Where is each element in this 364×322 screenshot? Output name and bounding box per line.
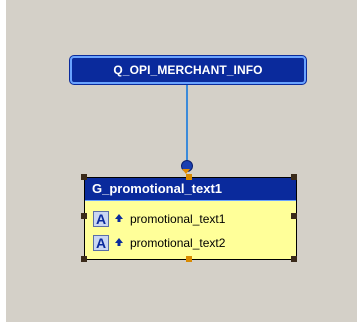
resize-handle-right[interactable]: [291, 213, 297, 219]
group-node[interactable]: G_promotional_text1 A promotional_text1 …: [84, 177, 297, 260]
link-arrow-icon: [182, 169, 190, 174]
query-node[interactable]: Q_OPI_MERCHANT_INFO: [70, 56, 306, 84]
resize-handle-top-left[interactable]: [81, 174, 87, 180]
resize-handle-left[interactable]: [81, 213, 87, 219]
column-label: promotional_text1: [130, 212, 226, 226]
column-label: promotional_text2: [130, 236, 226, 250]
group-header[interactable]: G_promotional_text1: [85, 178, 296, 201]
resize-handle-top[interactable]: [186, 174, 192, 180]
resize-handle-top-right[interactable]: [291, 174, 297, 180]
link-line: [186, 85, 188, 165]
data-model-canvas[interactable]: Q_OPI_MERCHANT_INFO G_promotional_text1 …: [6, 0, 357, 322]
resize-handle-bottom-right[interactable]: [291, 256, 297, 262]
arrow-up-icon: [112, 210, 126, 228]
group-column-item[interactable]: A promotional_text2: [93, 234, 225, 252]
resize-handle-bottom-left[interactable]: [81, 256, 87, 262]
group-column-item[interactable]: A promotional_text1: [93, 210, 225, 228]
resize-handle-bottom[interactable]: [186, 256, 192, 262]
character-type-icon: A: [93, 235, 109, 251]
arrow-up-icon: [112, 234, 126, 252]
query-label: Q_OPI_MERCHANT_INFO: [113, 63, 263, 77]
group-title: G_promotional_text1: [92, 181, 223, 196]
character-type-icon: A: [93, 211, 109, 227]
